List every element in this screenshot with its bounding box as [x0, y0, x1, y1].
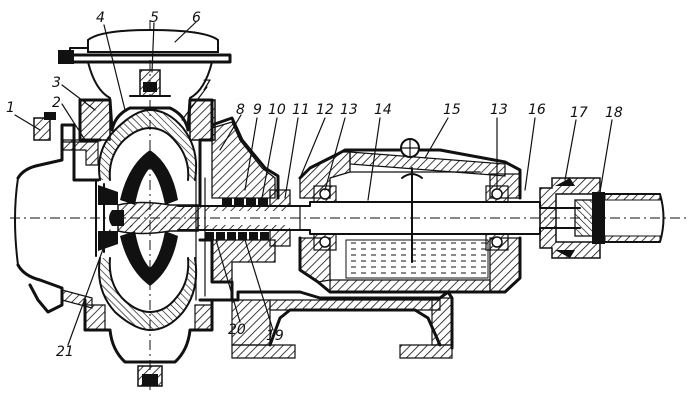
callout-8: 8 — [236, 102, 245, 118]
callout-13-left: 13 — [340, 102, 358, 118]
callout-16: 16 — [528, 102, 546, 118]
callout-7: 7 — [202, 78, 211, 94]
impeller — [95, 150, 199, 286]
callout-13-right: 13 — [490, 102, 508, 118]
bearing-left — [313, 185, 337, 251]
suction-nozzle — [14, 112, 100, 314]
callout-11: 11 — [292, 102, 310, 118]
bearing-housing — [298, 138, 522, 294]
callout-3: 3 — [52, 75, 61, 91]
coupling — [539, 177, 665, 259]
callout-15: 15 — [443, 102, 461, 118]
callout-6: 6 — [192, 10, 201, 26]
stuffing-box — [195, 116, 291, 302]
callout-14: 14 — [374, 102, 392, 118]
callout-labels: 1 2 3 4 5 6 7 8 9 10 11 12 13 14 15 13 1… — [6, 10, 623, 360]
callout-21: 21 — [56, 344, 74, 360]
pedestal-base — [210, 290, 454, 359]
packing-rings-top — [222, 198, 268, 206]
packing-rings-bottom — [205, 232, 269, 240]
callout-9: 9 — [253, 102, 262, 118]
bearing-right — [485, 185, 509, 251]
callout-18: 18 — [605, 105, 623, 121]
callout-4: 4 — [96, 10, 105, 26]
callout-20: 20 — [228, 322, 246, 338]
volute-casing — [58, 28, 232, 387]
callout-10: 10 — [268, 102, 286, 118]
callout-12: 12 — [316, 102, 334, 118]
callout-5: 5 — [150, 10, 159, 26]
callout-19: 19 — [266, 328, 284, 344]
callout-1: 1 — [6, 100, 15, 116]
leader-lines — [14, 21, 613, 346]
callout-2: 2 — [52, 95, 61, 111]
callout-17: 17 — [570, 105, 588, 121]
